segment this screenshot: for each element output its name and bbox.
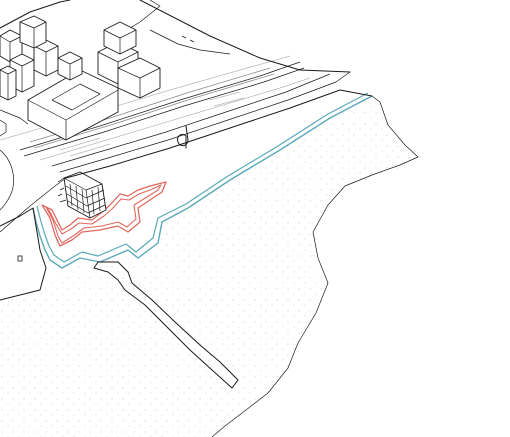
loop-icon bbox=[177, 125, 189, 149]
coastline-accent bbox=[32, 95, 373, 269]
coastline-accent-inner bbox=[36, 92, 369, 263]
marker-icon bbox=[181, 35, 195, 43]
coastal-road-inner bbox=[59, 71, 351, 173]
city-blocks bbox=[0, 0, 161, 141]
land-contour bbox=[0, 177, 67, 233]
land-boundary bbox=[0, 207, 47, 301]
road-curve bbox=[0, 149, 14, 211]
urban-boundary bbox=[139, 0, 351, 73]
central-building bbox=[57, 171, 107, 219]
pier bbox=[93, 261, 239, 389]
highlight-structure-inner bbox=[45, 184, 162, 244]
small-kiosk bbox=[17, 255, 23, 262]
sea-area bbox=[0, 96, 418, 437]
urban-street-2 bbox=[149, 29, 231, 55]
coastal-road-inner-2 bbox=[51, 73, 331, 167]
highlight-structure-outer bbox=[41, 181, 167, 247]
shoreline-outer bbox=[211, 95, 419, 437]
coastal-road-edge bbox=[65, 89, 373, 179]
